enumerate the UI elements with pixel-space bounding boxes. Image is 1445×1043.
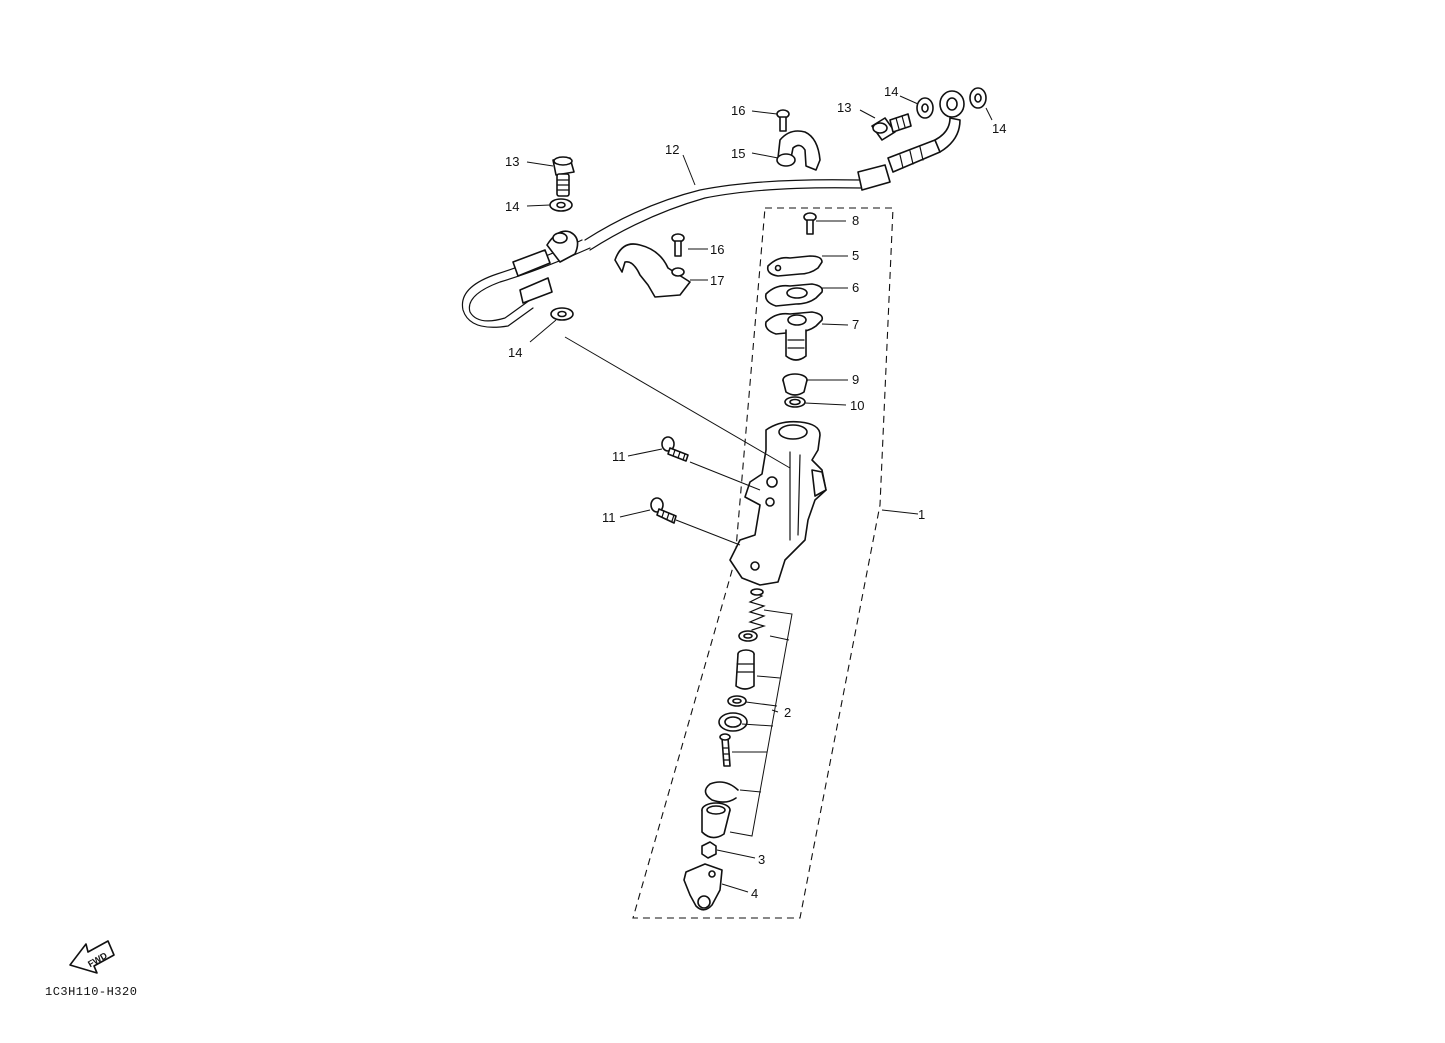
screw-clamp: [671, 233, 685, 257]
callout-14-upper-left: 14: [505, 199, 519, 214]
hose-joint: [782, 373, 808, 396]
drawing-code: 1C3H110-H320: [45, 985, 137, 999]
callout-14-top: 14: [884, 84, 898, 99]
brake-hose: [461, 117, 961, 328]
piston: [735, 649, 755, 690]
leader-lines: [526, 95, 993, 893]
callout-14-right: 14: [992, 121, 1006, 136]
washer-top-left: [549, 198, 573, 212]
hose-clamp: [614, 243, 691, 298]
callout-7: 7: [852, 317, 859, 332]
callout-17: 17: [710, 273, 724, 288]
callout-12: 12: [665, 142, 679, 157]
push-rod-boot: [718, 712, 748, 732]
hose-end-fitting: [939, 90, 965, 118]
dust-boot: [701, 802, 731, 839]
callout-2: 2: [784, 705, 791, 720]
clevis: [683, 863, 723, 911]
callout-1: 1: [918, 507, 925, 522]
washer-top-middle: [916, 97, 934, 119]
callout-5: 5: [852, 248, 859, 263]
secondary-cup: [727, 695, 747, 707]
master-cylinder-body: [729, 420, 827, 586]
callout-16-clamp: 16: [710, 242, 724, 257]
washer-top-right: [969, 87, 987, 109]
callout-14-lower-left: 14: [508, 345, 522, 360]
screw-top: [776, 109, 790, 132]
primary-cup: [738, 630, 758, 642]
washer-bottom-left: [550, 307, 574, 321]
push-rod: [719, 733, 731, 767]
banjo-bolt-right: [871, 113, 912, 141]
circlip: [704, 781, 739, 803]
callout-3: 3: [758, 852, 765, 867]
hose-guide: [776, 130, 821, 171]
cap-screw: [803, 212, 817, 235]
banjo-bolt-left: [552, 156, 575, 197]
callout-13-right: 13: [837, 100, 851, 115]
callout-11-upper: 11: [612, 449, 626, 464]
callout-6: 6: [852, 280, 859, 295]
callout-11-lower: 11: [602, 510, 616, 525]
callout-9: 9: [852, 372, 859, 387]
diaphragm: [764, 311, 824, 361]
mounting-bolt-upper: [661, 436, 689, 462]
reservoir-cap: [766, 255, 823, 277]
forward-arrow-icon: FWD: [69, 940, 115, 974]
callout-8: 8: [852, 213, 859, 228]
spring: [748, 588, 767, 631]
callout-15: 15: [731, 146, 745, 161]
o-ring: [784, 396, 806, 408]
callout-13-left: 13: [505, 154, 519, 169]
callout-10: 10: [850, 398, 864, 413]
callout-16-top: 16: [731, 103, 745, 118]
diaphragm-plate: [764, 283, 824, 307]
mounting-bolt-lower: [650, 497, 677, 524]
lock-nut: [701, 841, 717, 859]
callout-4: 4: [751, 886, 758, 901]
